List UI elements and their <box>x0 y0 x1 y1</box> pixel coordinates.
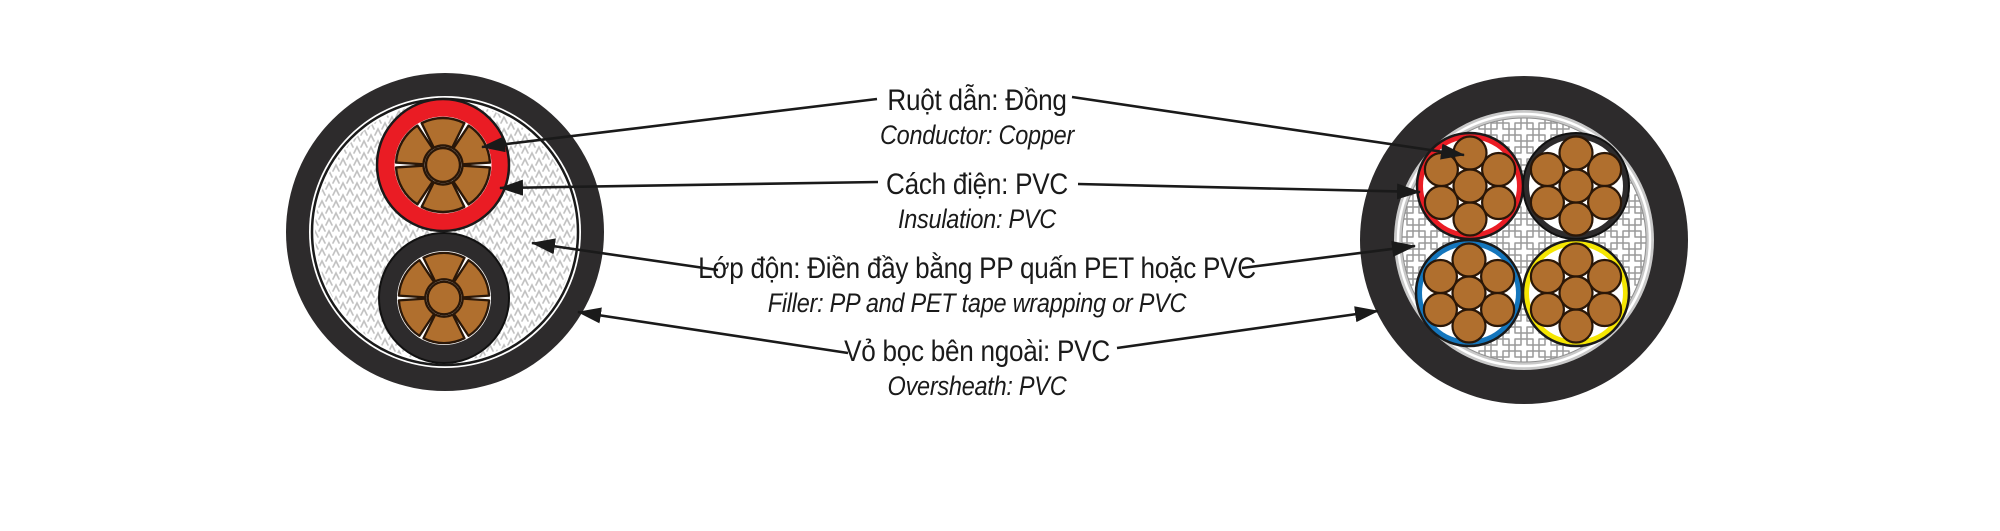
label-filler-vi: Lớp độn: Điền đầy bằng PP quấn PET hoặc … <box>698 252 1256 285</box>
label-conductor-vi: Ruột dẫn: Đồng <box>887 84 1067 117</box>
core-red-left <box>375 97 511 233</box>
core-black-right <box>1522 132 1630 240</box>
arrow-conductor-left <box>481 97 878 153</box>
label-oversheath: Vỏ bọc bên ngoài: PVC Oversheath: PVC <box>542 334 1412 402</box>
arrow-insulation-right <box>1077 182 1421 200</box>
arrow-conductor-right <box>1071 95 1465 160</box>
arrow-filler-right <box>1241 240 1416 270</box>
label-filler: Lớp độn: Điền đầy bằng PP quấn PET hoặc … <box>542 251 1412 319</box>
annotation-arrows <box>481 95 1465 355</box>
label-conductor: Ruột dẫn: Đồng Conductor: Copper <box>542 83 1412 151</box>
arrow-insulation-left <box>499 179 879 196</box>
label-insulation-en: Insulation: PVC <box>897 204 1056 234</box>
label-conductor-en: Conductor: Copper <box>879 120 1075 150</box>
label-insulation-vi: Cách điện: PVC <box>885 168 1069 201</box>
core-red-right <box>1415 131 1525 241</box>
arrow-oversheath-right <box>1116 306 1379 350</box>
label-filler-en: Filler: PP and PET tape wrapping or PVC <box>767 288 1187 318</box>
label-oversheath-en: Oversheath: PVC <box>887 371 1067 401</box>
cable-2-core <box>286 73 604 391</box>
label-oversheath-vi: Vỏ bọc bên ngoài: PVC <box>844 335 1110 368</box>
cable-4-core <box>1360 76 1688 404</box>
core-yellow-right <box>1521 238 1631 348</box>
arrow-filler-left <box>531 238 719 272</box>
core-blue-right <box>1414 238 1524 348</box>
label-insulation: Cách điện: PVC Insulation: PVC <box>542 167 1412 235</box>
arrow-oversheath-left <box>577 307 849 355</box>
core-black-left <box>378 232 510 364</box>
